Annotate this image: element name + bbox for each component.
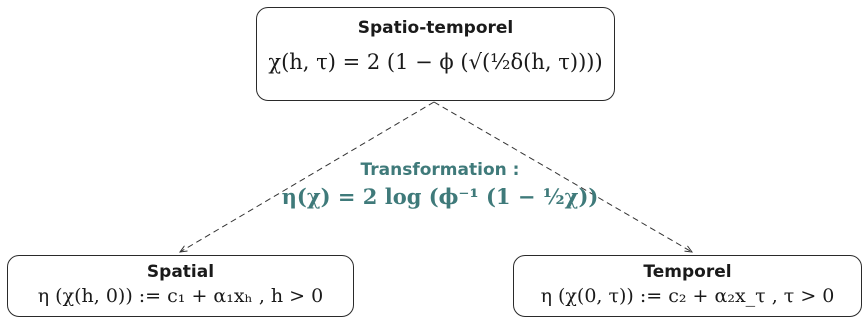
transformation-label: Transformation : η(χ) = 2 log (ϕ⁻¹ (1 − …: [230, 158, 650, 212]
node-spatio-temporel-formula: χ(h, τ) = 2 (1 − ϕ (√(½δ(h, τ)))): [268, 50, 603, 74]
node-spatio-temporel-title: Spatio-temporel: [357, 18, 514, 38]
edge-to-spatial: [180, 101, 435, 252]
node-spatial: Spatial η (χ(h, 0)) := c₁ + α₁xₕ , h > 0: [7, 255, 354, 317]
transformation-formula: η(χ) = 2 log (ϕ⁻¹ (1 − ½χ)): [281, 184, 599, 209]
node-temporel: Temporel η (χ(0, τ)) := c₂ + α₂x_τ , τ >…: [513, 255, 862, 317]
node-spatial-title: Spatial: [146, 262, 215, 282]
node-spatio-temporel: Spatio-temporel χ(h, τ) = 2 (1 − ϕ (√(½δ…: [256, 7, 615, 101]
node-spatial-formula: η (χ(h, 0)) := c₁ + α₁xₕ , h > 0: [37, 285, 324, 307]
node-temporel-title: Temporel: [643, 262, 732, 282]
transformation-title: Transformation :: [360, 160, 520, 180]
node-temporel-formula: η (χ(0, τ)) := c₂ + α₂x_τ , τ > 0: [540, 285, 835, 307]
